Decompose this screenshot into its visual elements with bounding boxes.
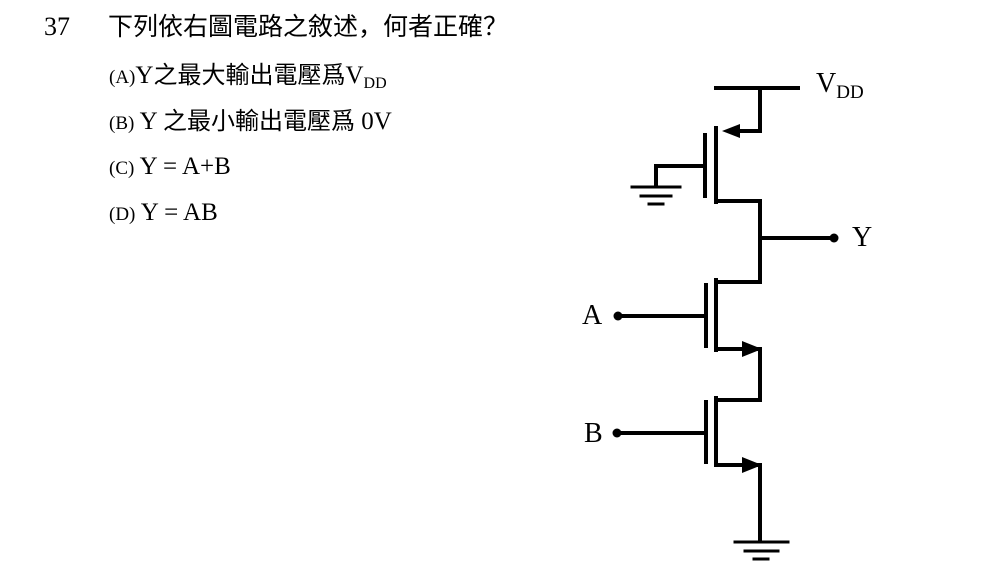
option-c: (C) Y = A+B [109,151,231,183]
question-number: 37 [44,12,70,41]
option-a-text-cjk: 之最大輸出電壓爲 [153,61,346,89]
pmos-drain-wire [714,199,762,284]
question-text: 下列依右圖電路之敘述，何者正確？ [108,12,509,41]
option-b-text-value: 0V [355,108,392,135]
option-b-text-y: Y [134,108,164,135]
option-d-text: Y = AB [135,199,218,226]
option-label: (B) [109,113,135,134]
nmos-b-arrow-icon [742,457,762,473]
output-terminal-dot [829,233,839,243]
pmos-gate-wire [654,164,707,188]
input-b-terminal-dot [612,428,622,438]
option-a-text-v: V [345,62,364,89]
vdd-label: VDD [816,69,864,108]
input-a-terminal-dot [613,311,623,321]
ground-icon [733,540,790,561]
input-a-label: A [582,300,603,331]
option-d: (D) Y = AB [109,197,218,229]
output-label: Y [852,222,873,253]
option-c-text: Y = A+B [134,153,231,180]
option-a-text-y: Y [135,62,154,89]
ground-icon [630,185,682,206]
option-label: (A) [109,67,136,88]
option-a-text-sub: DD [363,75,387,92]
nmos-a-arrow-icon [742,341,762,357]
option-label: (D) [109,204,136,225]
option-b: (B) Y 之最小輸出電壓爲 0V [109,105,392,137]
vdd-label-main: V [816,68,837,99]
option-a: (A)Y之最大輸出電壓爲VDD [109,59,387,92]
pmos-arrow-icon [722,124,740,138]
nmos-a-source-wire [714,347,762,402]
option-label: (C) [109,158,135,179]
pmos-source-wire [733,86,762,133]
nmos-b-source-wire [714,463,762,543]
input-b-label: B [584,418,603,449]
vdd-label-sub: DD [836,82,864,103]
option-b-text-cjk: 之最小輸出電壓爲 [163,107,356,135]
